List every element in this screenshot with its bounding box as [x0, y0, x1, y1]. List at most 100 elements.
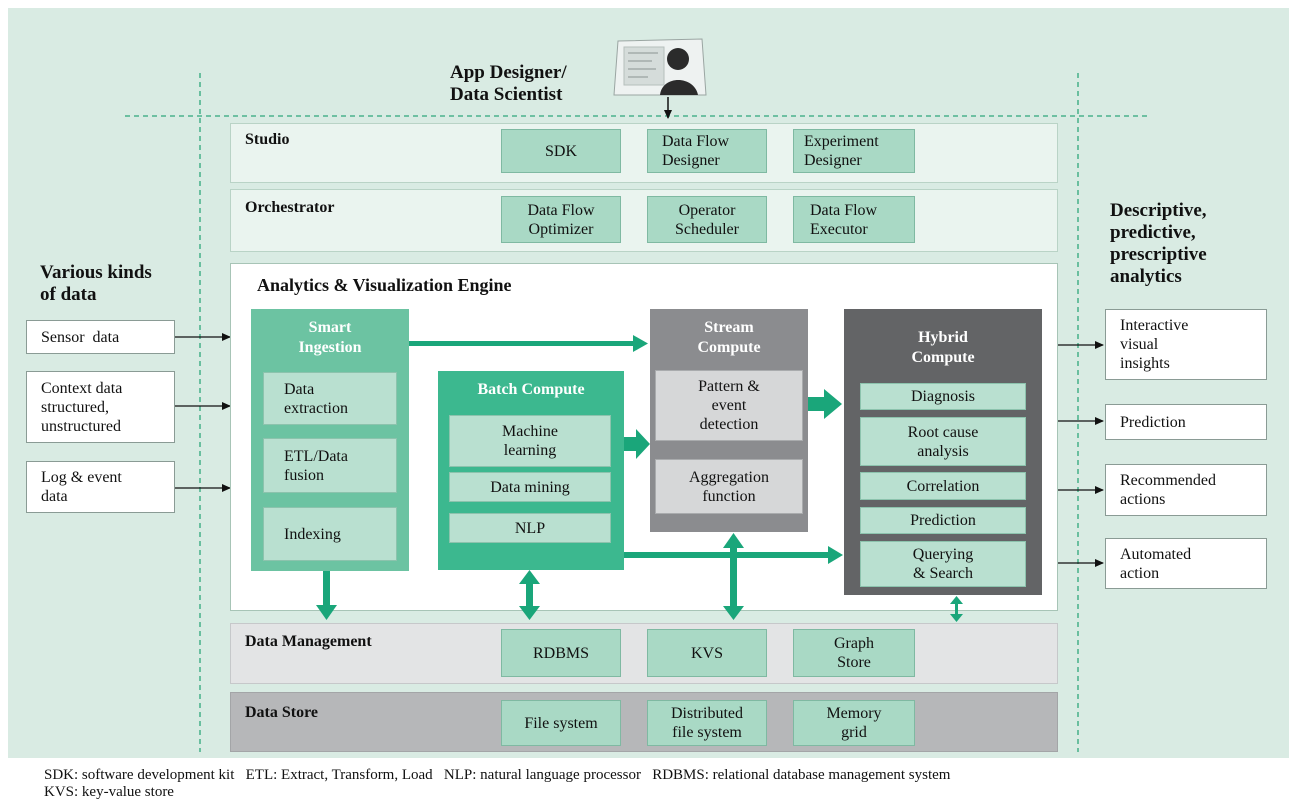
hybrid-rca-line1: Root cause — [907, 423, 979, 441]
output-recommended-actions: Recommended actions — [1105, 464, 1267, 516]
hybrid-prediction-label: Prediction — [910, 512, 976, 529]
ds-file-system: File system — [501, 700, 621, 746]
arrow-ingestion-to-stream — [409, 335, 648, 352]
stream-agg-line1: Aggregation — [689, 468, 769, 486]
studio-sdk-label: SDK — [544, 142, 577, 160]
input-log-line2: data — [41, 488, 68, 505]
dm-kvs: KVS — [647, 629, 767, 677]
output-ivi-line3: insights — [1120, 355, 1170, 372]
input-log-line1: Log & event — [41, 469, 122, 486]
output-aa-line1: Automated — [1120, 545, 1192, 563]
orchestrator-title: Orchestrator — [245, 199, 335, 216]
arrow-ingestion-to-data-management — [316, 571, 337, 620]
orch-dfe-line1: Data Flow — [810, 201, 878, 219]
output-prediction-label: Prediction — [1120, 413, 1186, 431]
stream-title-line2: Compute — [697, 339, 761, 356]
stream-title-line1: Stream — [704, 319, 754, 336]
inputs-heading-line2: of data — [40, 284, 97, 305]
orch-os-line2: Scheduler — [675, 220, 739, 238]
batch-compute-title: Batch Compute — [477, 381, 585, 398]
stream-ped-line2: event — [711, 397, 747, 414]
arrow-batch-to-stream — [624, 429, 650, 459]
inputs-heading-line1: Various kinds — [40, 262, 152, 283]
arrow-batch-data-management — [519, 570, 540, 620]
ds-mg-line2: grid — [841, 724, 867, 741]
input-sensor-data: Sensor data — [26, 320, 175, 354]
input-log-event-data: Log & event data — [26, 461, 175, 513]
data-management-layer — [230, 623, 1058, 684]
ingestion-title-line2: Ingestion — [298, 339, 362, 356]
ingestion-etl-line1: ETL/Data — [284, 447, 348, 465]
orch-dfe-line2: Executor — [810, 220, 868, 238]
arrow-batch-to-hybrid — [624, 546, 843, 564]
outputs-heading: Descriptive, predictive, prescriptive an… — [1110, 200, 1207, 288]
data-store-title: Data Store — [245, 704, 319, 721]
arrow-stream-data-management — [723, 533, 744, 620]
ds-fs-label: File system — [524, 714, 598, 732]
designer-label-line2: Data Scientist — [450, 84, 563, 105]
footnote-line2: KVS: key-value store — [44, 784, 174, 800]
studio-layer — [230, 123, 1058, 183]
output-ra-line2: actions — [1120, 491, 1166, 508]
smart-ingestion-title: Smart Ingestion — [251, 318, 409, 358]
batch-data-mining: Data mining — [449, 472, 611, 502]
hybrid-prediction: Prediction — [860, 507, 1026, 534]
output-prediction: Prediction — [1105, 404, 1267, 440]
output-ra-line1: Recommended — [1120, 472, 1216, 489]
footnote-line1: SDK: software development kit ETL: Extra… — [44, 767, 951, 783]
hybrid-diagnosis-label: Diagnosis — [911, 388, 975, 405]
hybrid-title-line1: Hybrid — [918, 329, 968, 346]
ingestion-indexing-label: Indexing — [284, 525, 341, 543]
hybrid-correlation: Correlation — [860, 472, 1026, 500]
dm-rdbms-label: RDBMS — [532, 644, 590, 662]
studio-ed-line1: Experiment — [804, 133, 879, 150]
studio-dfd-line2: Designer — [662, 152, 720, 169]
person-at-screen-icon — [612, 37, 708, 97]
orchestrator-layer — [230, 189, 1058, 252]
batch-nlp-label: NLP — [514, 519, 546, 537]
outputs-heading-line2: predictive, — [1110, 222, 1196, 243]
dm-gs-line2: Store — [837, 654, 871, 671]
studio-dfd-line1: Data Flow — [662, 133, 730, 150]
hybrid-qs-line2: & Search — [913, 565, 973, 582]
outputs-heading-line3: prescriptive — [1110, 244, 1207, 265]
dm-kvs-label: KVS — [690, 644, 723, 662]
designer-label-line1: App Designer/ — [450, 62, 567, 83]
studio-sdk: SDK — [501, 129, 621, 173]
output-ivi-line1: Interactive — [1120, 317, 1189, 334]
inputs-heading: Various kinds of data — [40, 262, 152, 306]
designer-label: App Designer/ Data Scientist — [450, 62, 620, 106]
dm-gs-line1: Graph — [834, 635, 874, 652]
data-store-layer — [230, 692, 1058, 752]
hybrid-compute-title: Hybrid Compute — [844, 328, 1042, 368]
hybrid-qs-line1: Querying — [912, 546, 974, 563]
studio-title: Studio — [245, 131, 290, 148]
stream-ped-line3: detection — [699, 416, 759, 433]
ingestion-title-line1: Smart — [308, 319, 352, 336]
stream-ped-line1: Pattern & — [698, 378, 760, 395]
ds-dfs-line1: Distributed — [671, 705, 743, 722]
footnote-abbreviations: SDK: software development kit ETL: Extra… — [44, 767, 1274, 801]
ingestion-de-line2: extraction — [284, 399, 348, 417]
hybrid-rca-line2: analysis — [917, 442, 969, 460]
input-context-line2: structured, — [41, 398, 109, 416]
batch-ml-line2: learning — [503, 442, 557, 459]
stream-pattern-event-detection: Pattern & event detection — [655, 370, 803, 441]
batch-dm-label: Data mining — [490, 478, 570, 496]
ingestion-indexing: Indexing — [263, 507, 397, 561]
ingestion-de-line1: Data — [284, 380, 315, 398]
